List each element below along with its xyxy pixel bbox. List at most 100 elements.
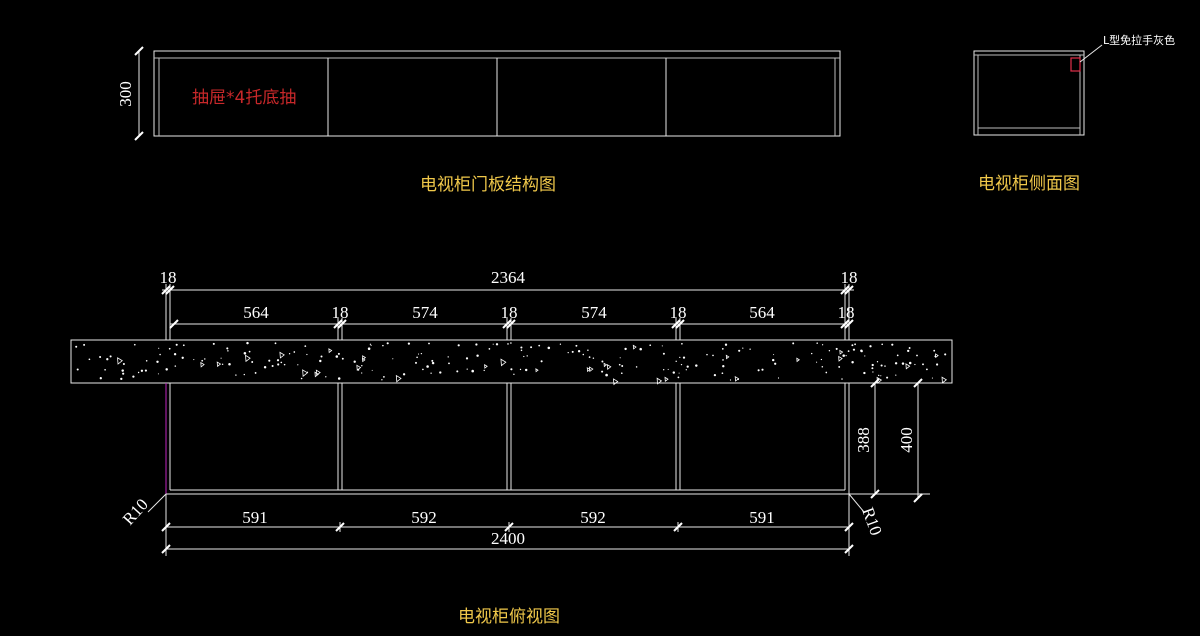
stone-dot bbox=[587, 349, 589, 352]
stone-dot bbox=[672, 371, 675, 374]
drawer-note: 抽屉*4托底抽 bbox=[192, 88, 296, 108]
stone-fleck bbox=[200, 361, 205, 368]
stone-dot bbox=[860, 349, 863, 353]
stone-dot bbox=[416, 356, 418, 359]
stone-dot bbox=[175, 343, 178, 346]
stone-dot bbox=[439, 371, 442, 374]
dim-tick bbox=[165, 285, 175, 295]
stone-dot bbox=[811, 352, 813, 355]
front-view: 抽屉*4托底抽 300 电视柜门板结构图 bbox=[116, 46, 841, 195]
stone-dot bbox=[922, 363, 924, 366]
dim-tick bbox=[161, 544, 171, 554]
stone-dot bbox=[475, 343, 478, 346]
dim-tick bbox=[913, 378, 923, 388]
stone-dot bbox=[721, 372, 724, 375]
dim-tick bbox=[134, 46, 144, 56]
top-view: 18 2364 18 564 18 574 18 574 bbox=[70, 268, 953, 627]
stone-dot bbox=[510, 368, 513, 371]
dim-tick bbox=[840, 319, 850, 329]
stone-dot bbox=[137, 371, 140, 374]
stone-dot bbox=[931, 377, 933, 379]
stone-dot bbox=[547, 346, 551, 350]
stone-fleck bbox=[117, 357, 123, 365]
stone-dot bbox=[721, 348, 724, 350]
stone-fleck bbox=[838, 355, 843, 362]
dim-tick bbox=[673, 522, 683, 532]
stone-dot bbox=[104, 368, 106, 371]
dim-label: 591 bbox=[242, 508, 268, 527]
stone-dot bbox=[925, 368, 928, 371]
stone-dot bbox=[370, 344, 372, 346]
overall-width-label: 2400 bbox=[491, 529, 525, 548]
stone-dot bbox=[476, 354, 479, 357]
stone-dot bbox=[908, 361, 912, 365]
stone-dot bbox=[121, 369, 124, 372]
stone-dot bbox=[174, 365, 177, 367]
stone-dot bbox=[431, 361, 435, 365]
stone-dot bbox=[513, 373, 515, 376]
stone-dot bbox=[825, 371, 828, 374]
stone-dot bbox=[367, 347, 371, 350]
dim-tick bbox=[169, 319, 179, 329]
stone-dot bbox=[908, 347, 911, 349]
stone-dot bbox=[816, 342, 818, 344]
stone-dot bbox=[571, 350, 574, 353]
stone-dot bbox=[271, 364, 274, 368]
stone-dot bbox=[99, 377, 102, 380]
stone-dot bbox=[685, 369, 687, 371]
stone-dot bbox=[620, 372, 623, 375]
stone-fleck bbox=[632, 344, 637, 350]
stone-dot bbox=[457, 344, 460, 347]
stone-dot bbox=[448, 362, 450, 365]
stone-dot bbox=[854, 343, 856, 346]
dim-tick bbox=[333, 319, 343, 329]
stone-dot bbox=[841, 378, 843, 380]
stone-dot bbox=[738, 349, 741, 352]
stone-dot bbox=[523, 355, 525, 358]
stone-dot bbox=[251, 361, 254, 363]
stone-dot bbox=[159, 353, 161, 356]
dim-label: 18 bbox=[501, 303, 518, 322]
stone-dot bbox=[510, 342, 512, 344]
stone-dot bbox=[847, 350, 850, 352]
stone-dot bbox=[635, 366, 638, 368]
stone-fleck bbox=[356, 364, 362, 371]
stone-dot bbox=[852, 348, 856, 351]
stone-dot bbox=[254, 371, 257, 374]
stone-dot bbox=[212, 342, 215, 345]
stone-dot bbox=[761, 368, 764, 371]
dim-label: 591 bbox=[749, 508, 775, 527]
stone-dot bbox=[335, 355, 339, 358]
stone-dot bbox=[422, 368, 424, 371]
stone-dot bbox=[886, 376, 889, 379]
stone-dot bbox=[144, 369, 147, 372]
dim-label: 592 bbox=[411, 508, 437, 527]
stone-fleck bbox=[279, 351, 285, 359]
stone-dot bbox=[894, 362, 898, 365]
stone-dot bbox=[772, 358, 775, 362]
stone-dot bbox=[341, 357, 344, 360]
stone-dot bbox=[168, 347, 171, 350]
stone-dot bbox=[447, 356, 449, 358]
dim-tick bbox=[870, 378, 880, 388]
stone-dot bbox=[381, 379, 383, 381]
stone-dot bbox=[845, 355, 847, 357]
stone-dot bbox=[601, 360, 604, 363]
stone-dot bbox=[695, 364, 698, 367]
depth-inner-label: 388 bbox=[854, 427, 873, 453]
stone-dot bbox=[243, 352, 247, 355]
stone-dot bbox=[662, 352, 665, 355]
stone-dot bbox=[83, 343, 86, 346]
stone-fleck bbox=[216, 361, 222, 368]
stone-dot bbox=[193, 359, 195, 361]
stone-dot bbox=[280, 361, 283, 364]
stone-fleck bbox=[535, 368, 539, 373]
depth-dimensions: 388 400 bbox=[849, 378, 930, 503]
stone-dot bbox=[773, 354, 775, 356]
stone-dot bbox=[575, 344, 578, 347]
stone-dot bbox=[520, 346, 523, 349]
stone-dot bbox=[592, 357, 595, 359]
stone-dot bbox=[221, 363, 224, 365]
stone-dot bbox=[300, 377, 303, 380]
stone-dot bbox=[471, 369, 474, 373]
